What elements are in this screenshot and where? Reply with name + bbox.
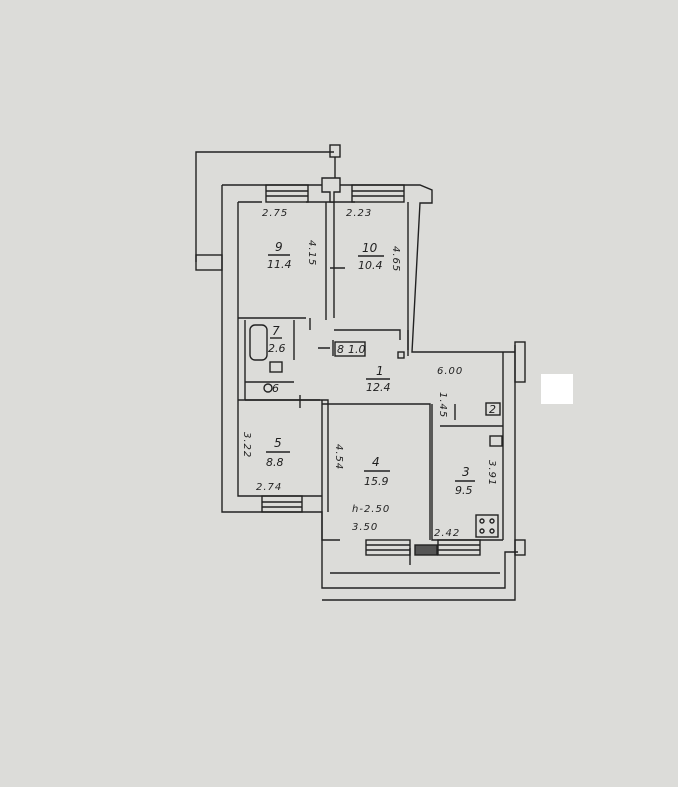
sink-kitchen-icon — [489, 435, 503, 447]
room-5-number: 5 — [274, 436, 282, 450]
room-3-area: 9.5 — [455, 484, 473, 497]
outer-wall-top — [222, 184, 515, 353]
dim-room-4-depth: 4.54 — [333, 444, 344, 470]
white-marker — [541, 374, 573, 404]
room-4-label: 4 15.9 — [364, 455, 389, 488]
outer-wall-outline — [221, 185, 518, 589]
room-1-area: 12.4 — [366, 381, 391, 394]
room-7-area: 2.6 — [268, 342, 286, 355]
dim-room-9-width: 2.75 — [262, 208, 288, 219]
room-7-number: 7 — [272, 324, 280, 338]
dim-room-4-width: 3.50 — [352, 522, 378, 533]
bathtub-icon — [249, 324, 268, 361]
external-pipe — [195, 151, 334, 262]
pipe-box — [329, 144, 341, 158]
wc-icon — [263, 383, 273, 393]
room-3-label: 3 9.5 — [455, 465, 473, 497]
room-9-number: 9 — [275, 240, 283, 254]
window-room-5 — [261, 495, 303, 513]
window-room-10 — [351, 184, 405, 203]
window-room-4 — [365, 539, 411, 556]
room-7-label: 7 2.6 — [268, 324, 286, 355]
room-5-label: 5 8.8 — [266, 436, 284, 469]
room-4-area: 15.9 — [364, 475, 389, 488]
room-1-number: 1 — [376, 364, 384, 378]
dim-room-3-width: 2.42 — [434, 528, 460, 539]
window-room-3 — [437, 539, 481, 556]
dim-ceiling-height: h-2.50 — [352, 504, 390, 515]
dim-room-5-depth: 3.22 — [241, 432, 252, 458]
room-10-label: 10 10.4 — [358, 241, 383, 272]
room-9-label: 9 11.4 — [267, 240, 292, 271]
room-4-number: 4 — [372, 455, 380, 469]
dim-room-10-depth: 4.65 — [390, 246, 401, 272]
dim-room-5-width: 2.74 — [256, 482, 282, 493]
room-8-closet — [334, 341, 366, 357]
sink-icon — [269, 361, 283, 373]
dim-room-10-width: 2.23 — [346, 208, 372, 219]
room-6-label: 6 — [272, 382, 279, 395]
dim-hall-length: 6.00 — [437, 366, 463, 377]
dim-room-9-depth: 4.15 — [306, 240, 317, 266]
room-9-area: 11.4 — [267, 258, 292, 271]
room-5-area: 8.8 — [266, 456, 284, 469]
room-8-label: 8 1.0 — [337, 343, 366, 356]
dim-room-3-depth: 3.91 — [486, 460, 497, 486]
room-1-label: 1 12.4 — [366, 364, 391, 394]
window-room-9 — [265, 184, 309, 203]
room-2-number: 2 — [489, 403, 496, 416]
dim-hall-width: 1.45 — [437, 392, 448, 418]
stove-icon — [475, 514, 499, 538]
room-2-pantry — [485, 402, 501, 416]
room-8-area: 1.0 — [348, 343, 366, 356]
room-2-label: 2 — [489, 403, 496, 416]
left-stub — [195, 254, 223, 271]
room-3-number: 3 — [462, 465, 470, 479]
wall-9-10 — [325, 202, 335, 320]
wall-4 — [322, 403, 431, 540]
room-6-number: 6 — [272, 382, 279, 395]
room-10-number: 10 — [362, 241, 378, 255]
room-8-number: 8 — [337, 343, 344, 356]
wall-5 — [238, 399, 329, 512]
room-10-area: 10.4 — [358, 259, 383, 272]
